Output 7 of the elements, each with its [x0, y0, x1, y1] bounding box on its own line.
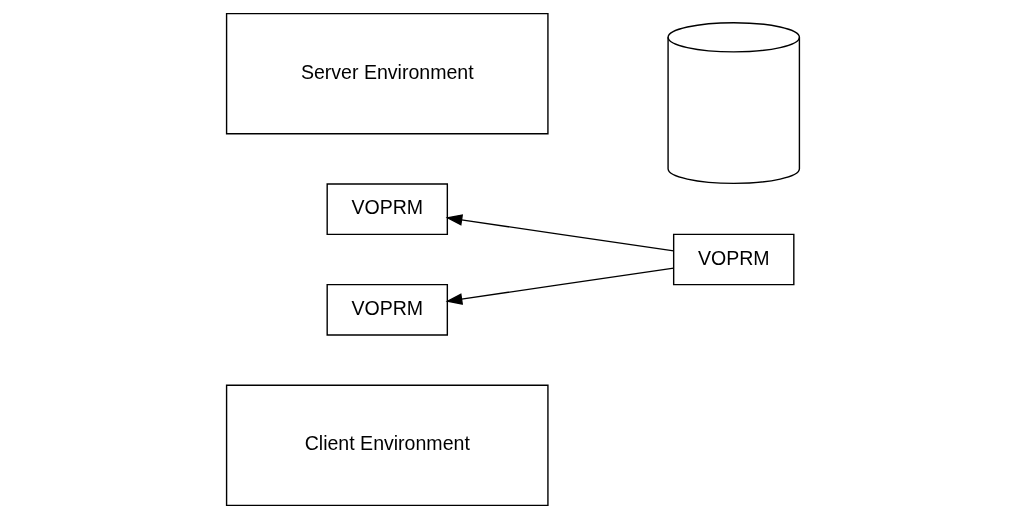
node-box: VOPRM [326, 183, 448, 236]
node-box: Server Environment [225, 12, 549, 135]
arrow [445, 214, 674, 252]
node-box: VOPRM [672, 233, 795, 286]
arrow [445, 267, 674, 305]
node-box: Client Environment [225, 384, 549, 507]
node-box: VOPRM [326, 283, 448, 336]
